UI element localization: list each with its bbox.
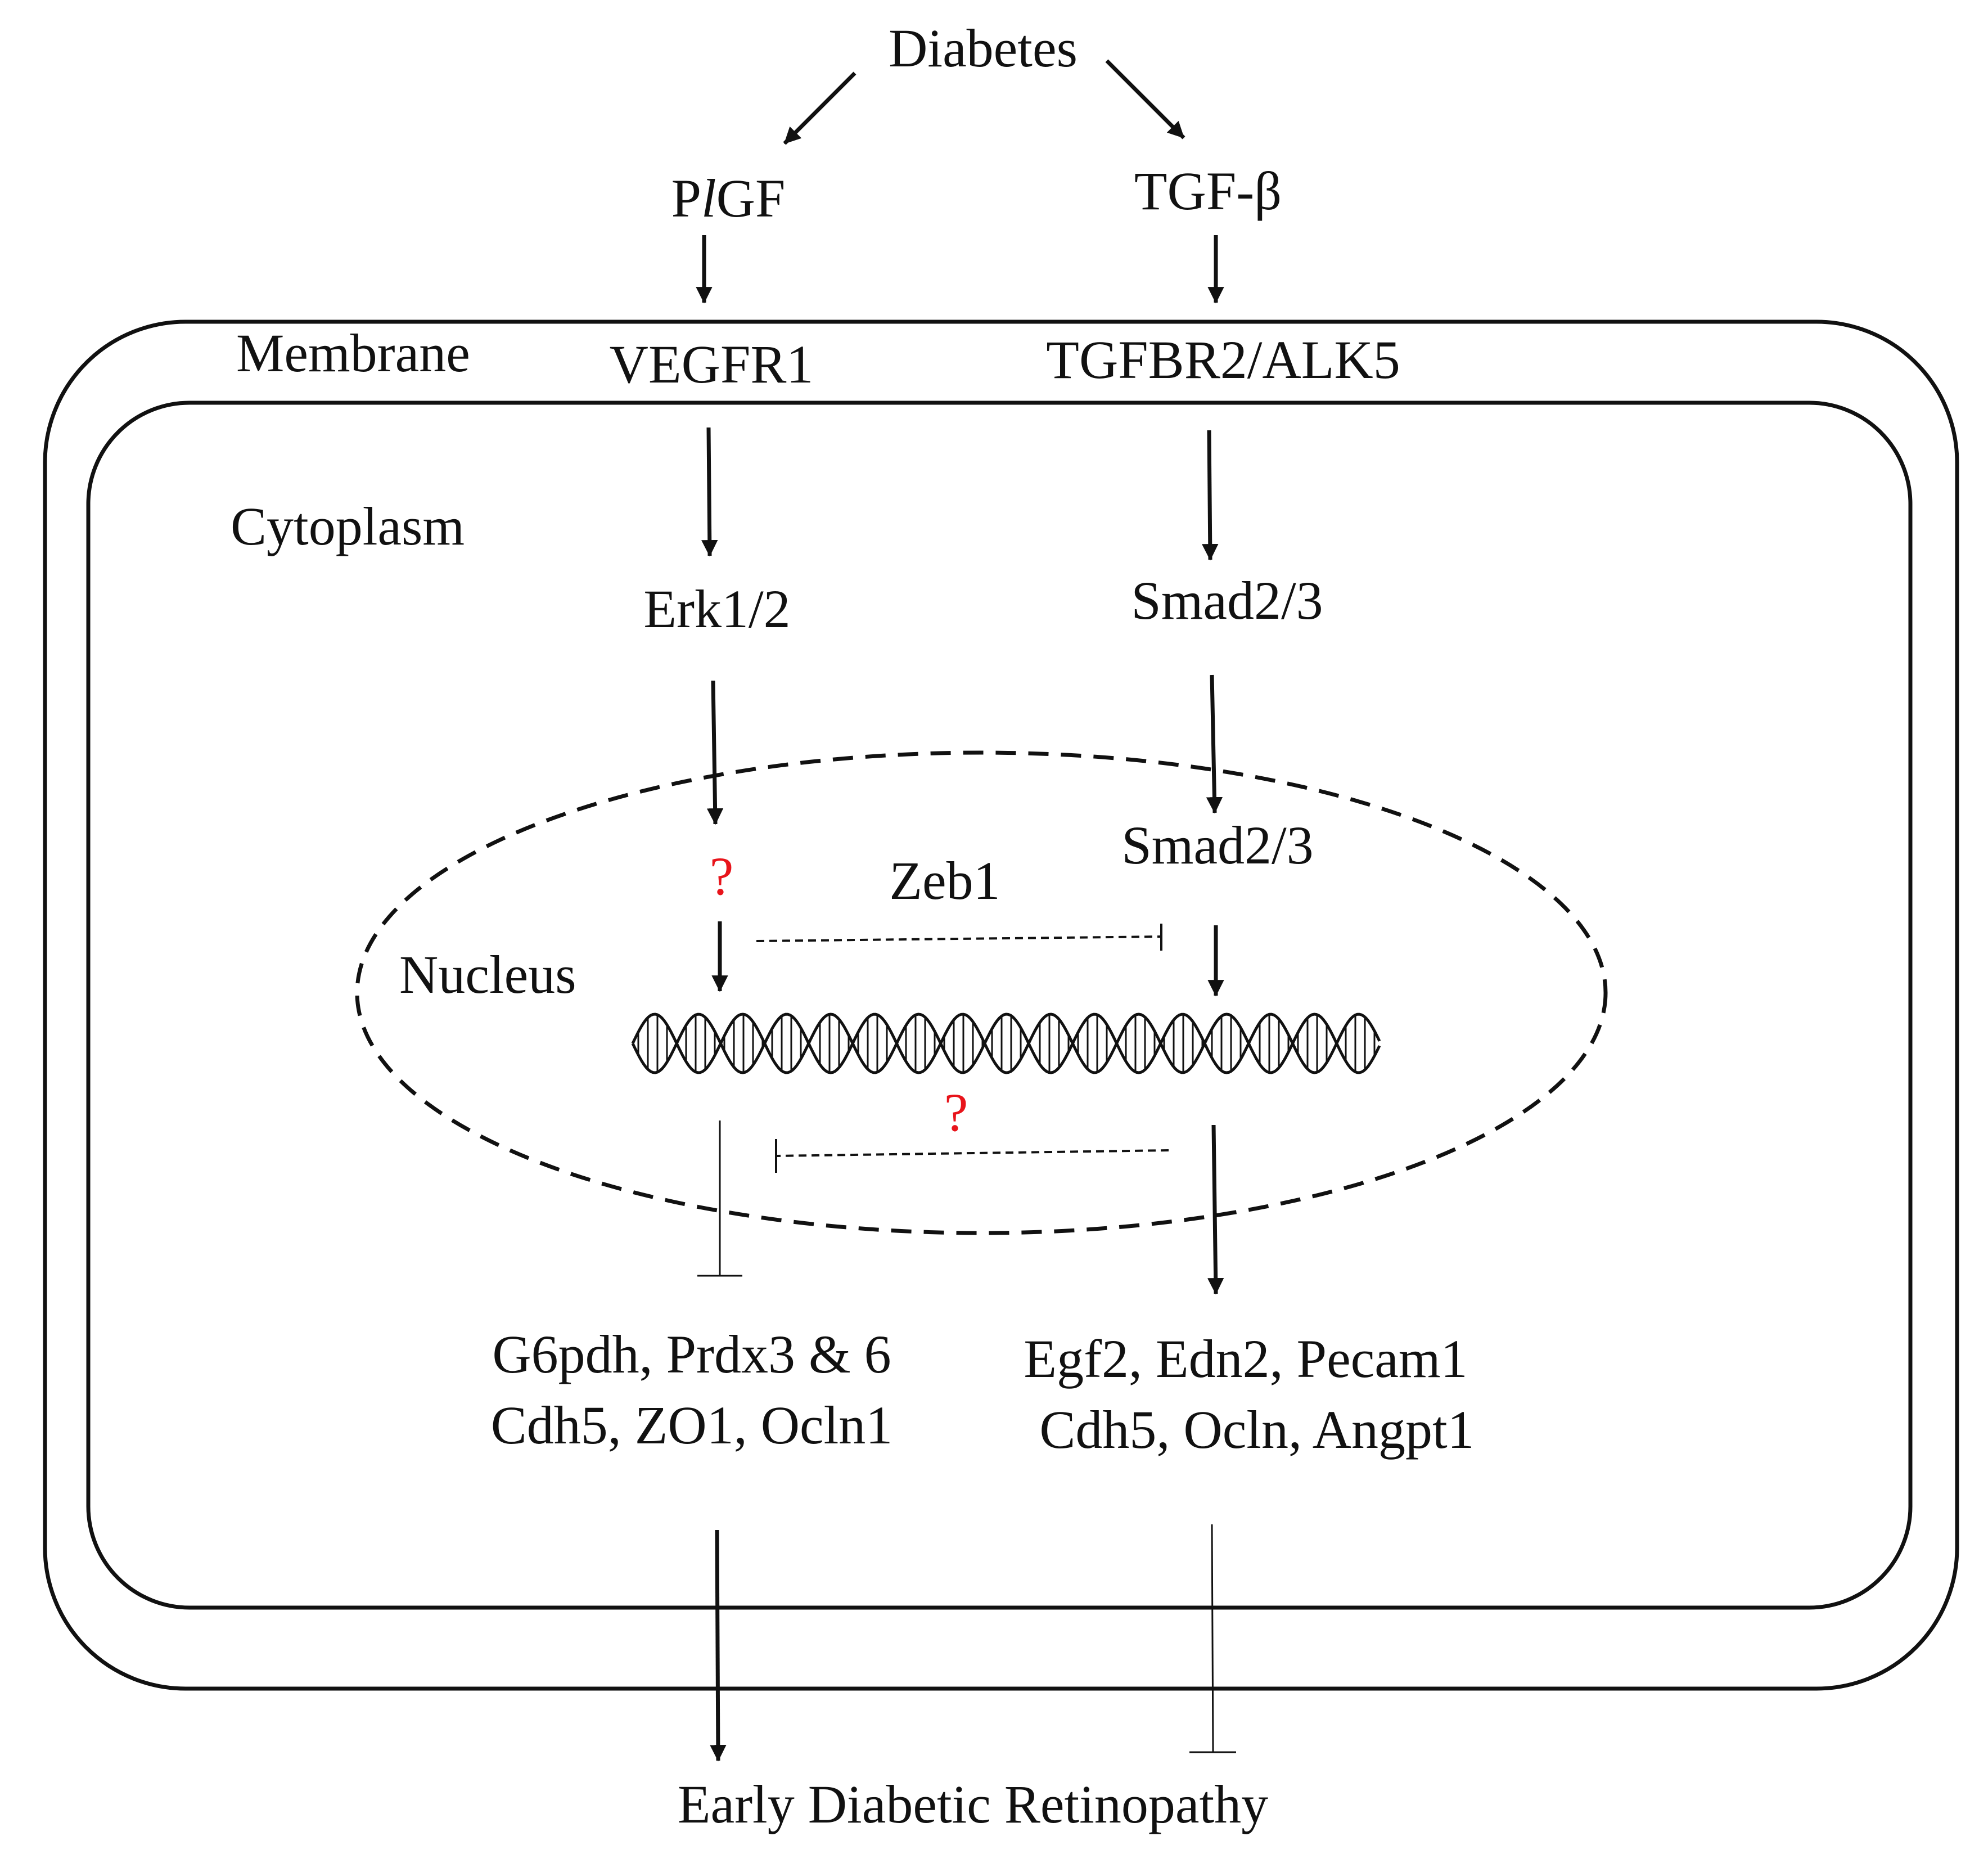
erk12-node: Erk1/2: [643, 579, 790, 639]
left-target-genes-line1: G6pdh, Prdx3 & 6: [492, 1324, 891, 1384]
arrow-diabetes-to-plgf: [783, 71, 856, 145]
right-target-genes-line1: Egf2, Edn2, Pecam1: [1024, 1329, 1467, 1389]
zeb1-node: Zeb1: [889, 850, 1000, 911]
arrow-erk-to-nucleus: [706, 680, 724, 825]
arrow-left-targets-to-outcome: [710, 1529, 727, 1762]
left-target-genes-line2: Cdh5, ZO1, Ocln1: [491, 1395, 893, 1455]
plgf-node: PlGF: [671, 168, 786, 228]
unknown-factor-marker: ?: [710, 846, 734, 906]
nucleus-label: Nucleus: [399, 944, 576, 1005]
dna-strand-a: [631, 1012, 1381, 1074]
arrow-dna-to-right-targets: [1207, 1124, 1224, 1295]
arrow-smad-to-nucleus: [1206, 674, 1223, 814]
vegfr1-node: VEGFR1: [610, 334, 814, 394]
tgf-beta-node: TGF-β: [1134, 161, 1282, 221]
nucleus-envelope: [355, 750, 1608, 1235]
dna-strand-b: [631, 1012, 1381, 1074]
arrow-vegfr1-to-erk: [701, 427, 718, 557]
cytoplasm-label: Cytoplasm: [231, 496, 465, 556]
diabetes-node: Diabetes: [889, 18, 1078, 78]
outcome-node: Early Diabetic Retinopathy: [678, 1774, 1268, 1834]
tgfbr2-alk5-node: TGFBR2/ALK5: [1046, 330, 1400, 390]
arrow-receptor-to-smad: [1202, 430, 1219, 561]
smad23-cytoplasm-node: Smad2/3: [1131, 570, 1323, 631]
arrow-diabetes-to-tgfb: [1105, 59, 1185, 140]
unknown-inhibition-line: [776, 1149, 1169, 1157]
smad23-nucleus-node: Smad2/3: [1121, 815, 1313, 875]
membrane-label: Membrane: [236, 323, 470, 383]
zeb1-inhibition-line: [756, 935, 1162, 942]
cell-membrane-outer: [43, 320, 1959, 1691]
dna-helix-icon: [631, 1012, 1381, 1074]
unknown-inhibition-marker: ?: [944, 1082, 968, 1142]
right-targets-inhibit-outcome-line: [1211, 1524, 1214, 1753]
cell-membrane-inner: [86, 400, 1913, 1610]
right-target-genes-line2: Cdh5, Ocln, Angpt1: [1039, 1400, 1474, 1460]
